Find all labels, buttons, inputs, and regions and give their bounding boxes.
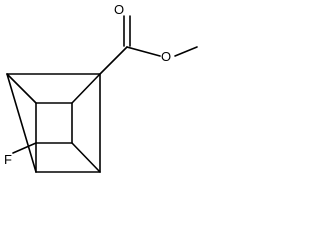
bond-cage-carbonyl xyxy=(99,46,128,75)
methyl-ester-group xyxy=(99,15,198,75)
bond-c-f xyxy=(12,142,37,154)
bond-ester-o-methyl xyxy=(174,46,198,57)
bond-diag-top-left xyxy=(6,73,37,104)
fluorine-label: F xyxy=(4,152,12,167)
bond-front-left xyxy=(6,73,37,173)
bond-diag-bottom-right xyxy=(71,142,101,173)
cubane-ester-structure: O O F xyxy=(4,2,198,173)
cubane-cage xyxy=(6,73,101,173)
carbonyl-oxygen-label: O xyxy=(114,2,124,17)
bond-carbonyl-ester-o xyxy=(126,46,161,57)
ester-oxygen-label: O xyxy=(161,49,171,64)
bond-diag-top-right xyxy=(71,73,101,104)
